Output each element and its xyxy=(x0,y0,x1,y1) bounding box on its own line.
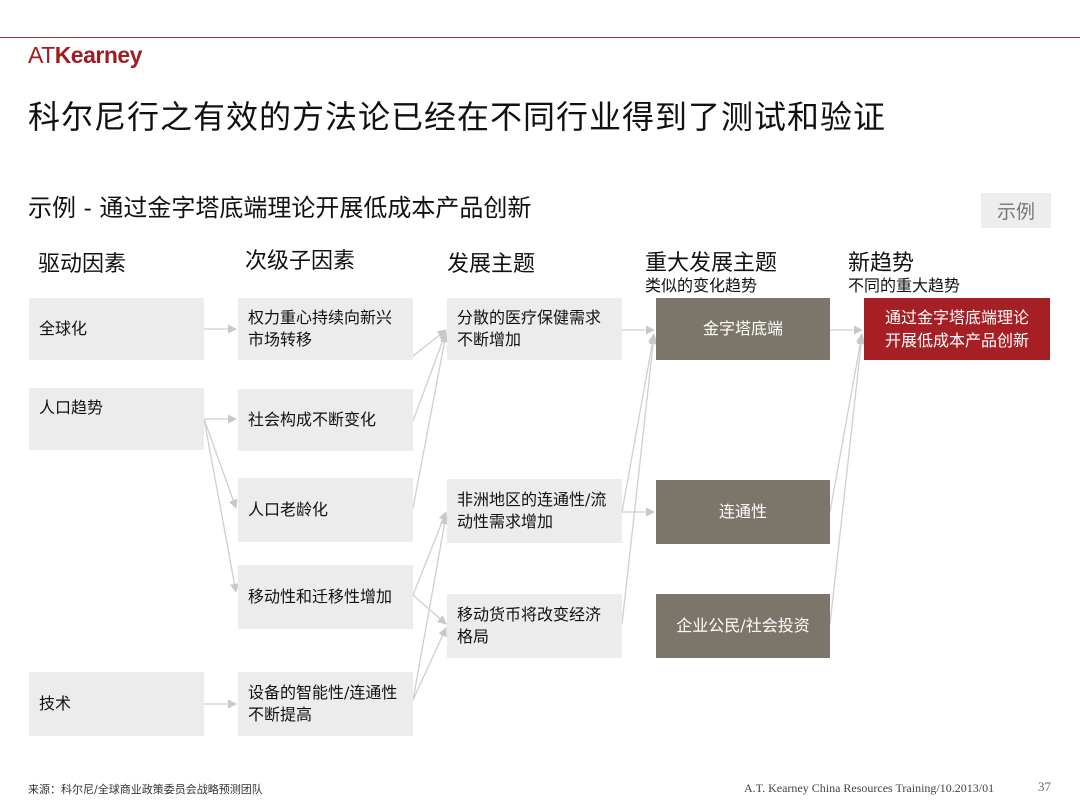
theme-africa-connectivity: 非洲地区的连通性/流动性需求增加 xyxy=(447,479,622,543)
major-theme-bop: 金字塔底端 xyxy=(656,298,830,360)
col-header-new-trend: 新趋势 xyxy=(848,251,915,276)
subfactor-power-shift: 权力重心持续向新兴市场转移 xyxy=(238,298,413,360)
page-number: 37 xyxy=(1038,779,1051,794)
col-sub-major-themes: 类似的变化趋势 xyxy=(645,276,758,295)
example-tag: 示例 xyxy=(981,193,1051,228)
theme-healthcare: 分散的医疗保健需求不断增加 xyxy=(447,298,622,360)
col-header-major-themes: 重大发展主题 xyxy=(645,251,778,276)
new-trend-text: 通过金字塔底端理论 开展低成本产品创新 xyxy=(885,306,1029,352)
new-trend-line-1: 通过金字塔底端理论 xyxy=(884,308,1029,327)
kearney-logo: ATKearney xyxy=(28,42,142,72)
driver-globalization: 全球化 xyxy=(29,298,204,360)
major-theme-connectivity: 连通性 xyxy=(656,480,830,544)
theme-mobile-money: 移动货币将改变经济格局 xyxy=(447,594,622,658)
footer-source: 来源：科尔尼/全球商业政策委员会战略预测团队 xyxy=(28,783,263,796)
footer-info: A.T. Kearney China Resources Training/10… xyxy=(744,781,995,795)
page-title: 科尔尼行之有效的方法论已经在不同行业得到了测试和验证 xyxy=(28,98,887,136)
col-sub-new-trend: 不同的重大趋势 xyxy=(848,276,961,295)
col-header-subfactors: 次级子因素 xyxy=(245,249,356,274)
driver-technology: 技术 xyxy=(29,672,204,736)
driver-demographics: 人口趋势 xyxy=(29,388,204,450)
col-header-themes: 发展主题 xyxy=(447,252,536,277)
major-theme-corporate-citizenship: 企业公民/社会投资 xyxy=(656,594,830,658)
subfactor-mobility: 移动性和迁移性增加 xyxy=(238,565,413,629)
col-header-drivers: 驱动因素 xyxy=(38,252,127,277)
new-trend-box: 通过金字塔底端理论 开展低成本产品创新 xyxy=(864,298,1050,360)
logo-kearney: Kearney xyxy=(54,42,143,68)
top-rule xyxy=(0,37,1080,38)
subfactor-aging: 人口老龄化 xyxy=(238,478,413,542)
subfactor-device-connectivity: 设备的智能性/连通性不断提高 xyxy=(238,672,413,736)
new-trend-line-2: 开展低成本产品创新 xyxy=(884,331,1029,350)
page-subtitle: 示例 - 通过金字塔底端理论开展低成本产品创新 xyxy=(28,194,532,222)
subfactor-social-change: 社会构成不断变化 xyxy=(238,389,413,451)
logo-at: AT xyxy=(28,42,55,68)
